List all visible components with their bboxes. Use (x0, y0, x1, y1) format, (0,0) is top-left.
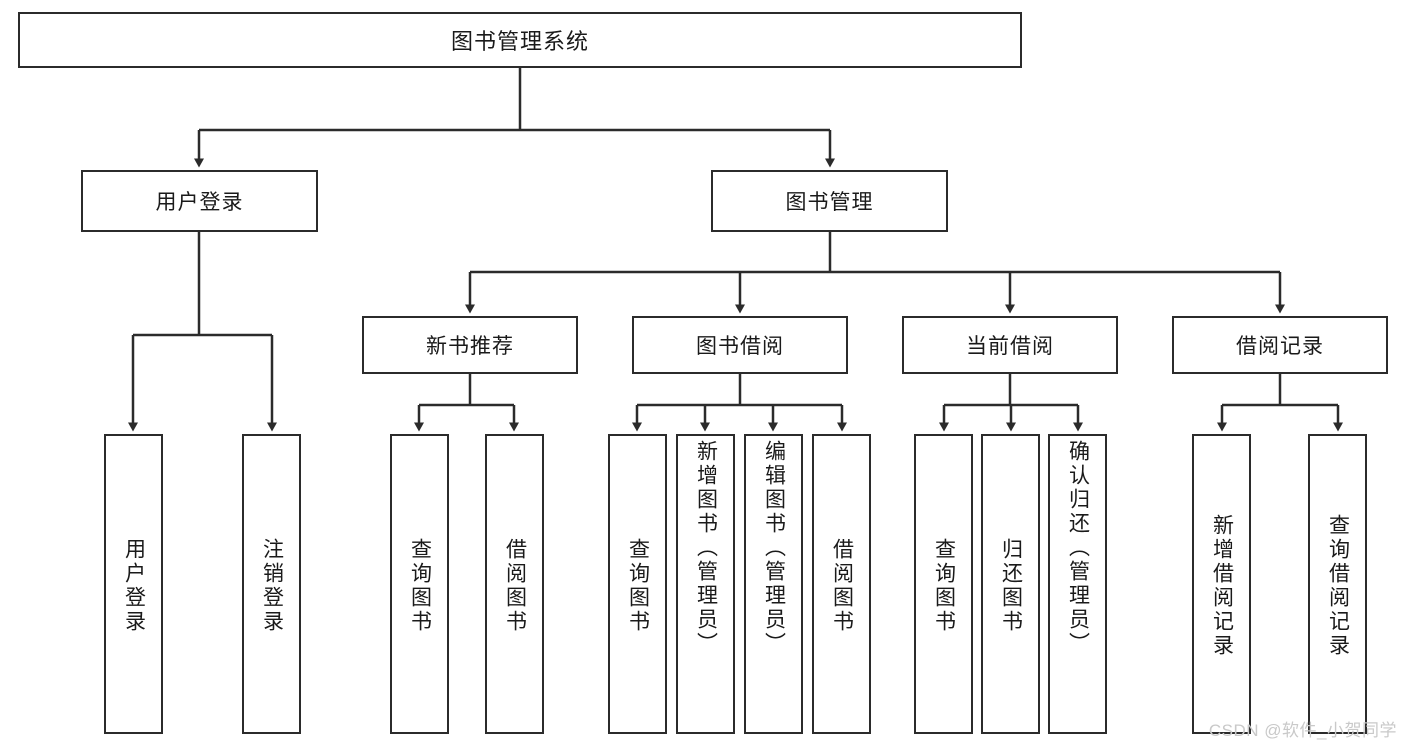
leaf-borrow-query-book[interactable]: 查询图书 (608, 434, 667, 734)
node-book-borrow[interactable]: 图书借阅 (632, 316, 848, 374)
leaf-borrow-edit-book[interactable]: 编辑图书（管理员） (744, 434, 803, 734)
node-current-borrow-label: 当前借阅 (966, 335, 1054, 358)
leaf-current-query-book[interactable]: 查询图书 (914, 434, 973, 734)
node-user-login-label: 用户登录 (155, 191, 244, 214)
leaf-current-confirm-return[interactable]: 确认归还（管理员） (1048, 434, 1107, 734)
leaf-user-login-signout[interactable]: 注销登录 (242, 434, 301, 734)
node-book-management[interactable]: 图书管理 (711, 170, 948, 232)
node-root-system[interactable]: 图书管理系统 (18, 12, 1022, 68)
leaf-user-login-signin[interactable]: 用户登录 (104, 434, 163, 734)
leaf-label: 归还图书 (999, 538, 1023, 634)
leaf-label: 新增图书（管理员） (694, 440, 718, 656)
leaf-label: 借阅图书 (503, 538, 527, 634)
node-book-borrow-label: 图书借阅 (696, 335, 784, 358)
node-borrow-record[interactable]: 借阅记录 (1172, 316, 1388, 374)
leaf-label: 查询借阅记录 (1326, 514, 1350, 658)
leaf-record-query[interactable]: 查询借阅记录 (1308, 434, 1367, 734)
leaf-label: 用户登录 (122, 538, 146, 634)
leaf-label: 借阅图书 (830, 538, 854, 634)
leaf-new-book-query[interactable]: 查询图书 (390, 434, 449, 734)
leaf-label: 查询图书 (408, 538, 432, 634)
leaf-borrow-borrow-book[interactable]: 借阅图书 (812, 434, 871, 734)
leaf-label: 确认归还（管理员） (1066, 440, 1090, 656)
leaf-label: 查询图书 (626, 538, 650, 634)
node-user-login[interactable]: 用户登录 (81, 170, 318, 232)
node-borrow-record-label: 借阅记录 (1236, 335, 1324, 358)
node-new-book-recommend[interactable]: 新书推荐 (362, 316, 578, 374)
leaf-label: 编辑图书（管理员） (762, 440, 786, 656)
leaf-label: 查询图书 (932, 538, 956, 634)
node-root-label: 图书管理系统 (450, 29, 589, 54)
leaf-record-add[interactable]: 新增借阅记录 (1192, 434, 1251, 734)
leaf-new-book-borrow[interactable]: 借阅图书 (485, 434, 544, 734)
leaf-current-return-book[interactable]: 归还图书 (981, 434, 1040, 734)
leaf-borrow-add-book[interactable]: 新增图书（管理员） (676, 434, 735, 734)
node-current-borrow[interactable]: 当前借阅 (902, 316, 1118, 374)
node-new-book-recommend-label: 新书推荐 (426, 335, 514, 358)
node-book-management-label: 图书管理 (785, 191, 874, 214)
leaf-label: 注销登录 (260, 538, 284, 634)
leaf-label: 新增借阅记录 (1210, 514, 1234, 658)
watermark-text: CSDN @软件_小贺同学 (1208, 721, 1397, 740)
